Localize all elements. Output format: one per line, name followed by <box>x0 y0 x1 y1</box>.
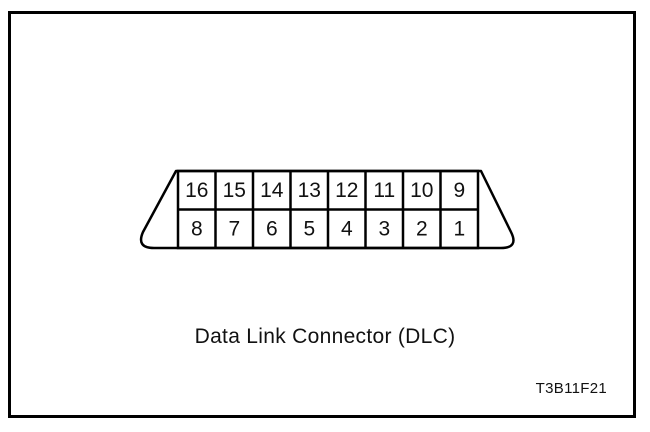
pin-label: 12 <box>335 179 358 202</box>
pin-label: 9 <box>453 179 465 202</box>
pin-grid <box>176 169 480 250</box>
pin-label: 5 <box>303 218 315 241</box>
pin-label: 4 <box>341 218 353 241</box>
pin-labels-bottom-row: 8 7 6 5 4 3 2 1 <box>191 218 465 241</box>
pin-label: 14 <box>260 179 284 202</box>
pin-label: 7 <box>228 218 240 241</box>
pin-label: 10 <box>410 179 433 202</box>
pin-label: 1 <box>453 218 465 241</box>
pin-label: 15 <box>223 179 246 202</box>
figure-code: T3B11F21 <box>535 380 607 397</box>
pin-labels-top-row: 16 15 14 13 12 11 10 9 <box>185 179 465 202</box>
pin-label: 16 <box>185 179 208 202</box>
pin-label: 8 <box>191 218 203 241</box>
figure-caption: Data Link Connector (DLC) <box>194 325 456 348</box>
pin-label: 11 <box>373 179 395 202</box>
pin-label: 2 <box>416 218 428 241</box>
pin-label: 13 <box>298 179 321 202</box>
pin-label: 3 <box>378 218 390 241</box>
pin-label: 6 <box>266 218 278 241</box>
